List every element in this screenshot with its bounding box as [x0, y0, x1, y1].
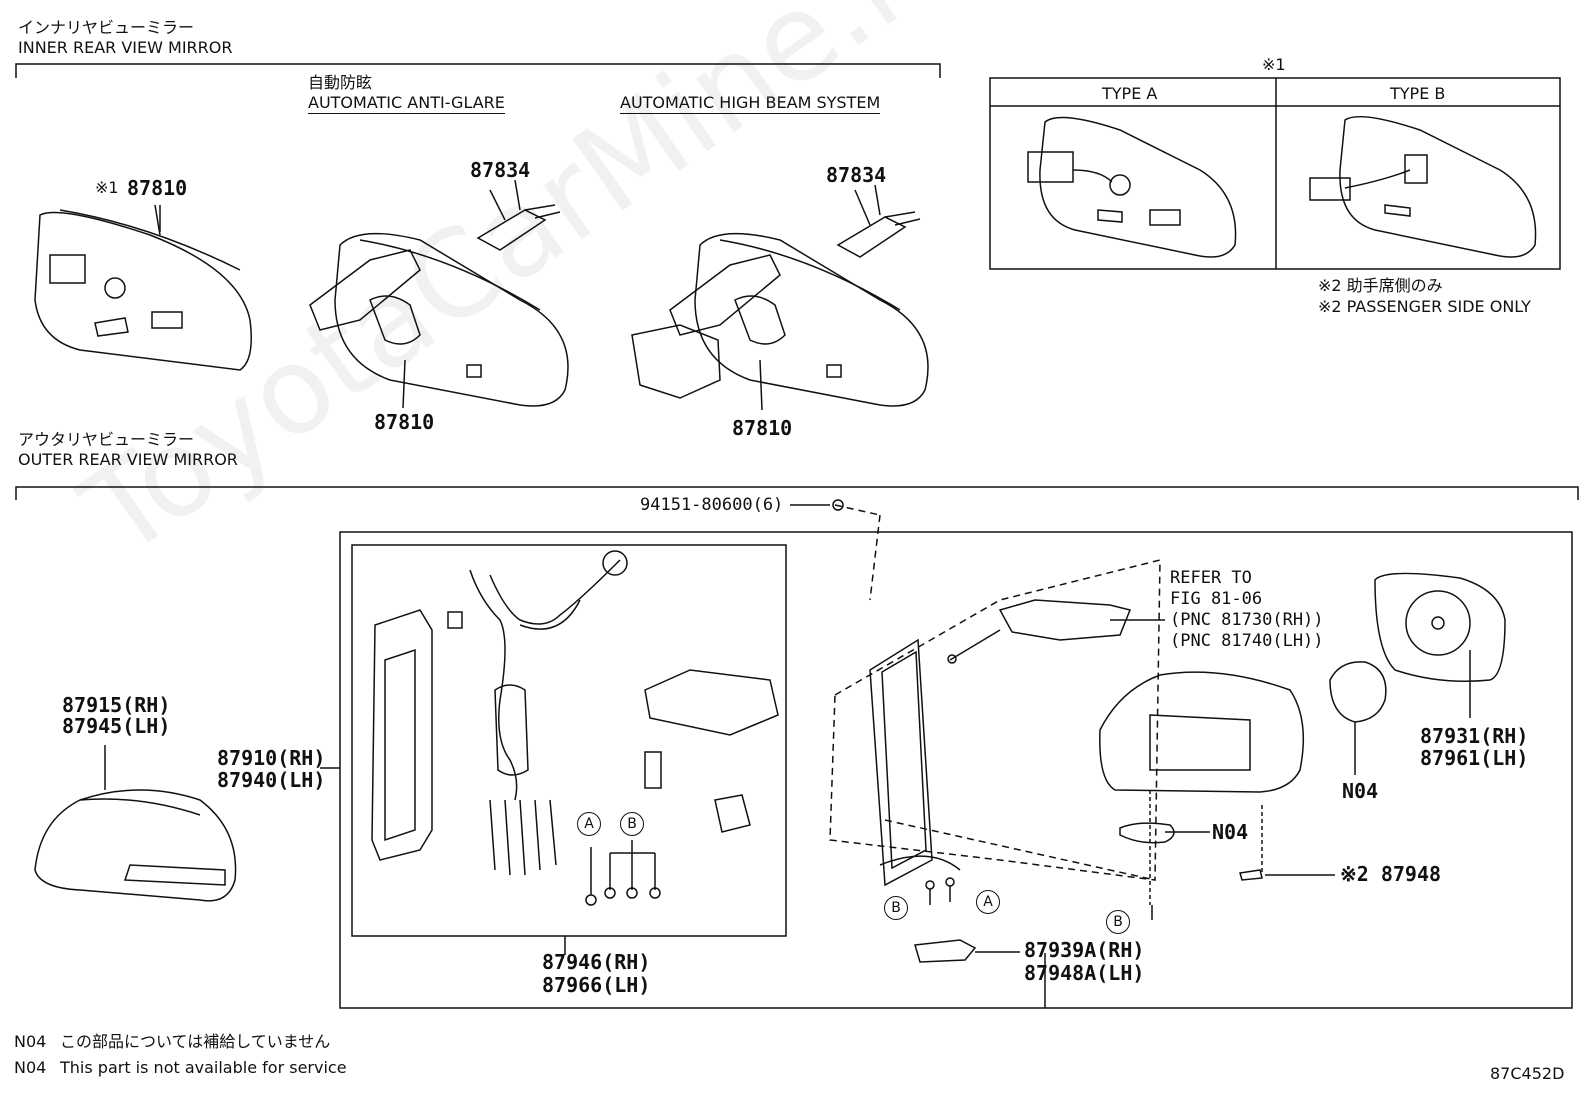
outer-assembly-parts [790, 499, 1506, 1008]
cover-lh: 87945(LH) [62, 714, 171, 738]
refer-line-4: (PNC 81740(LH)) [1170, 631, 1324, 651]
inner-section-bracket [15, 63, 941, 78]
n04-label-a: N04 [1342, 779, 1379, 803]
note2-jp: ※2 助手席側のみ [1318, 276, 1443, 295]
footer-n04-jp: この部品については補給していません [60, 1032, 331, 1051]
footer-n04-en-code: N04 [14, 1058, 47, 1077]
footer-n04-en: This part is not available for service [60, 1058, 347, 1077]
note-mark-1: ※1 [95, 178, 119, 197]
assy-lh: 87940(LH) [217, 768, 326, 792]
circle-a-harness: A [577, 812, 601, 836]
refer-line-1: REFER TO [1170, 568, 1252, 588]
harness-rh: 87946(RH) [542, 950, 651, 974]
anti-glare-en: AUTOMATIC ANTI-GLARE [308, 93, 505, 114]
n04-label-b: N04 [1212, 820, 1249, 844]
outer-assembly-box [339, 531, 1573, 1009]
screw-part: 94151-80600(6) [640, 495, 784, 515]
anti-glare-jp: 自動防眩 [308, 73, 373, 92]
cover-rh: 87915(RH) [62, 693, 171, 717]
circle-b-harness: B [620, 812, 644, 836]
type-b-label: TYPE B [1390, 84, 1446, 103]
high-beam-en: AUTOMATIC HIGH BEAM SYSTEM [620, 93, 881, 114]
inner-title-jp: インナリヤビューミラー [18, 18, 195, 37]
outer-title-jp: アウタリヤビューミラー [18, 430, 195, 449]
type-b-mirror [1309, 115, 1537, 258]
note2-en: ※2 PASSENGER SIDE ONLY [1318, 297, 1531, 316]
types-mark: ※1 [1262, 55, 1286, 74]
part-87834-a: 87834 [470, 158, 531, 182]
assy-rh: 87910(RH) [217, 746, 326, 770]
inner-title-en: INNER REAR VIEW MIRROR [18, 38, 233, 57]
part-87810-a: 87810 [127, 176, 188, 200]
circle-b-base: B [884, 896, 908, 920]
glass-rh: 87931(RH) [1420, 724, 1529, 748]
type-a-mirror [1027, 116, 1237, 258]
note2-part: ※2 87948 [1340, 862, 1442, 886]
harness-lh: 87966(LH) [542, 973, 651, 997]
leader-lines [159, 179, 881, 955]
part-87810-b: 87810 [374, 410, 435, 434]
footer-n04-jp-code: N04 [14, 1032, 47, 1051]
outer-section-bracket [15, 486, 1579, 500]
type-box [989, 77, 1561, 270]
inner-mirror-1 [34, 204, 252, 371]
circle-a-base: A [976, 890, 1000, 914]
outer-title-en: OUTER REAR VIEW MIRROR [18, 450, 238, 469]
inner-mirror-3 [631, 189, 929, 411]
inner-mirror-2 [309, 189, 569, 409]
circle-b-right: B [1106, 910, 1130, 934]
refer-line-2: FIG 81-06 [1170, 589, 1263, 609]
part-87810-c: 87810 [732, 416, 793, 440]
diagram-code: 87C452D [1490, 1064, 1565, 1083]
type-a-label: TYPE A [1102, 84, 1158, 103]
base-rh: 87939A(RH) [1024, 938, 1145, 962]
refer-line-3: (PNC 81730(RH)) [1170, 610, 1324, 630]
glass-lh: 87961(LH) [1420, 746, 1529, 770]
part-87834-b: 87834 [826, 163, 887, 187]
harness-parts [371, 550, 779, 906]
base-lh: 87948A(LH) [1024, 961, 1145, 985]
harness-subbox [351, 544, 787, 937]
outer-cover-illustration [34, 745, 237, 902]
